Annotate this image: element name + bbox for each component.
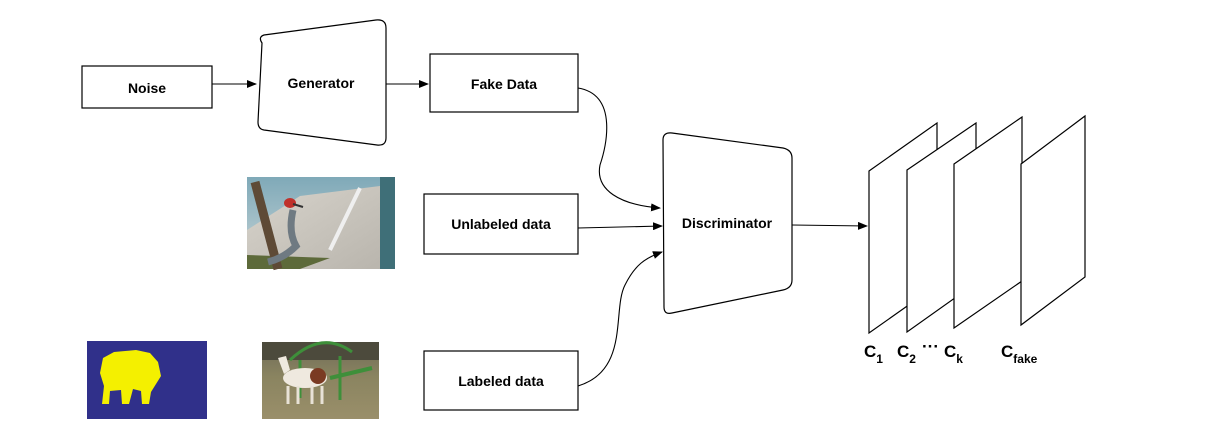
class-plane-fake	[1020, 114, 1086, 327]
unlabeled-sample-image	[247, 177, 395, 271]
unlabeled-data-label: Unlabeled data	[451, 216, 551, 232]
class-planes	[868, 114, 1086, 335]
fake-data-label: Fake Data	[471, 76, 537, 92]
unlabeled-data-node: Unlabeled data	[423, 193, 579, 255]
labeled-sample-image	[262, 341, 379, 419]
discriminator-node: Discriminator	[662, 132, 793, 314]
discriminator-label: Discriminator	[682, 215, 773, 231]
segmentation-mask-image	[87, 341, 207, 419]
fake-data-node: Fake Data	[429, 53, 579, 113]
labeled-data-node: Labeled data	[423, 350, 579, 411]
generator-node: Generator	[257, 19, 387, 146]
class-ellipsis: ···	[922, 337, 939, 356]
edge-discriminator-classes	[791, 221, 868, 230]
edge-unlabeled-discriminator	[577, 222, 663, 231]
labeled-data-label: Labeled data	[458, 373, 544, 389]
class-label-ck: Ck	[944, 342, 963, 366]
generator-label: Generator	[288, 75, 355, 91]
noise-label: Noise	[128, 80, 166, 96]
noise-node: Noise	[81, 65, 213, 109]
class-label-c2: C2	[897, 342, 916, 366]
edge-fakedata-discriminator	[577, 87, 661, 212]
class-label-c1: C1	[864, 342, 883, 366]
class-label-cfake: Cfake	[1001, 342, 1038, 366]
edge-labeled-discriminator	[577, 251, 663, 387]
